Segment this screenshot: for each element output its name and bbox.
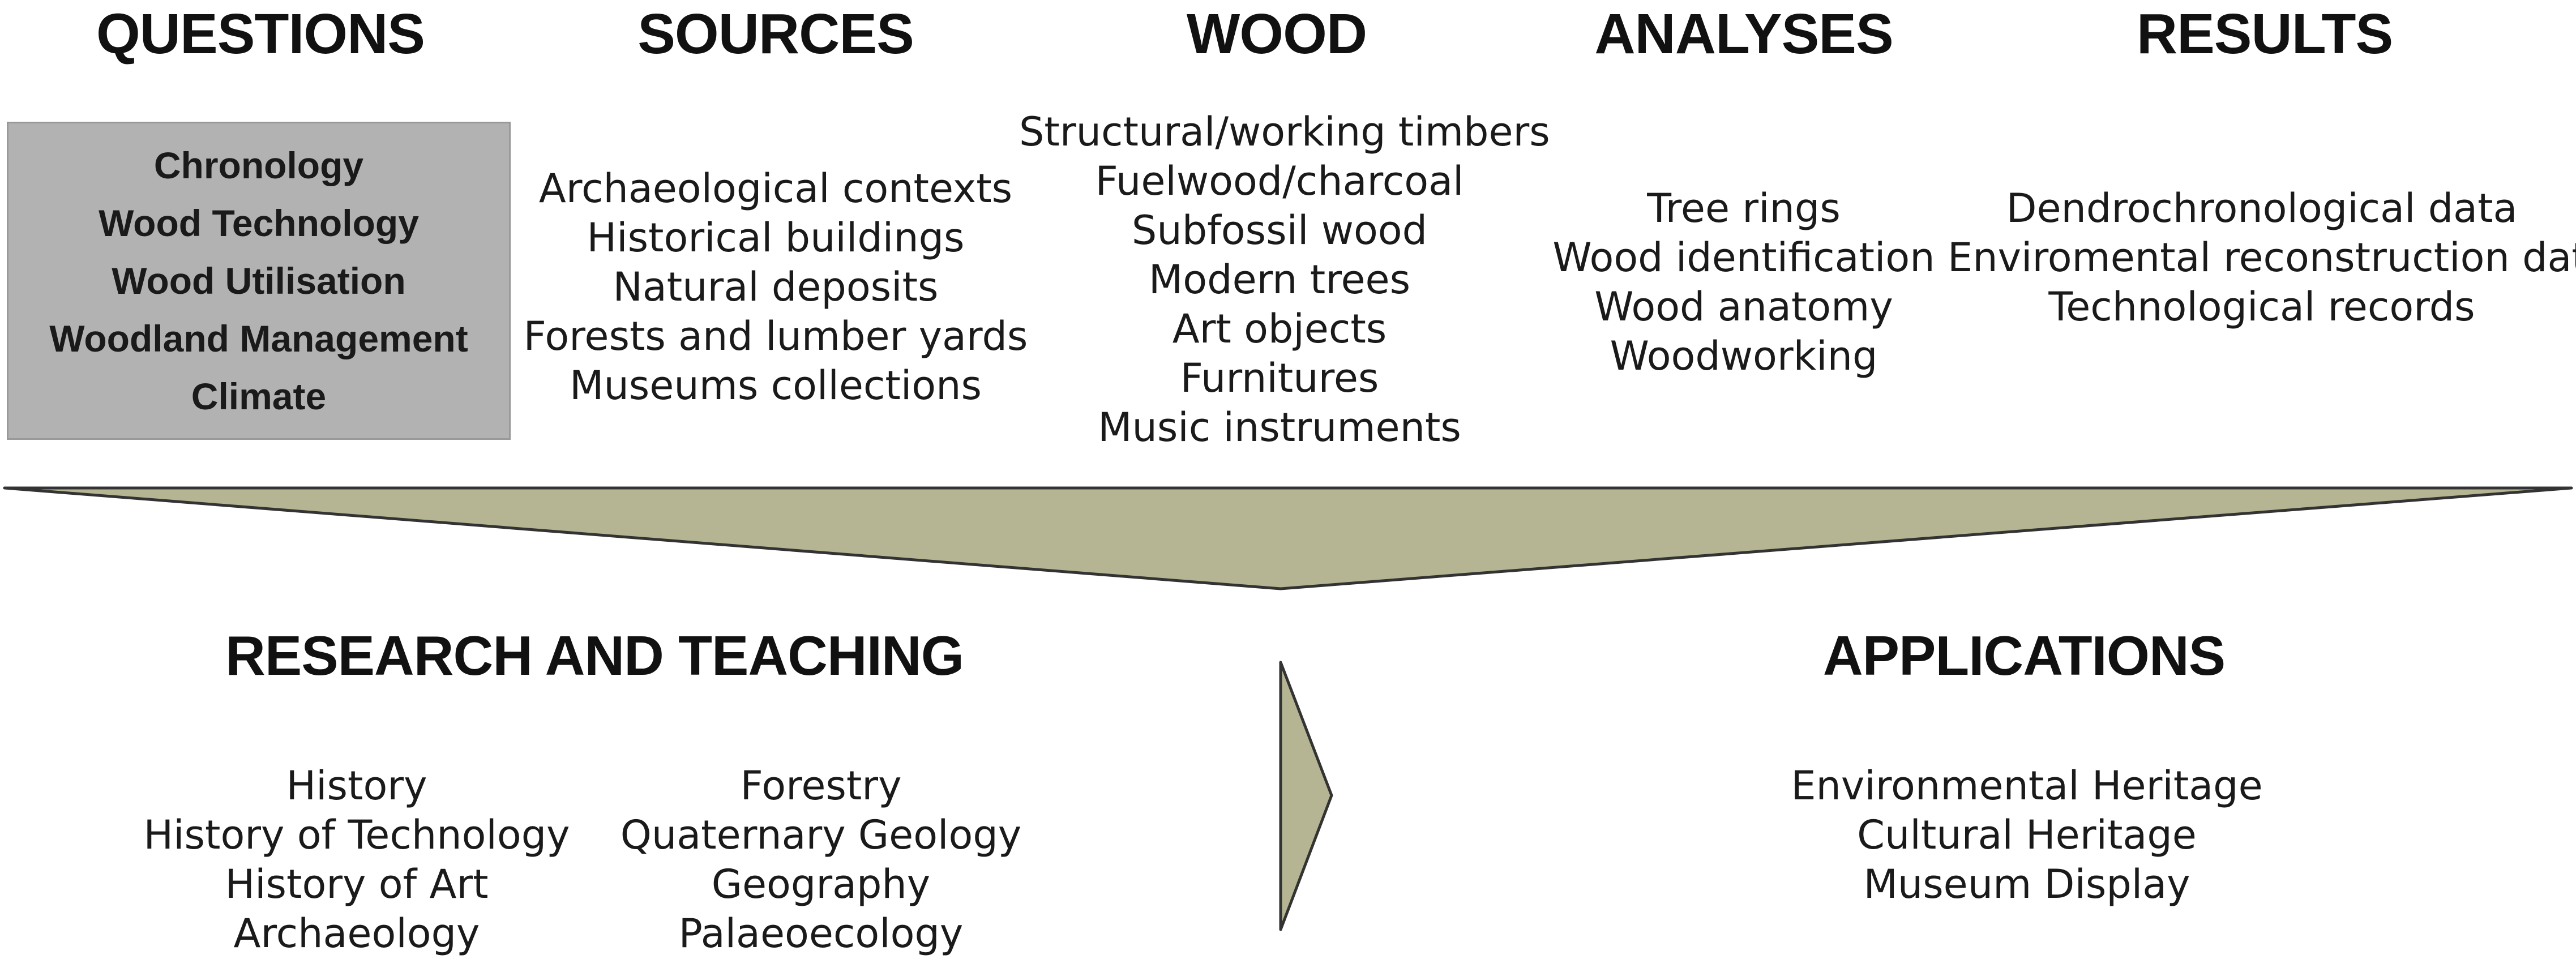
heading-questions: QUESTIONS bbox=[96, 2, 425, 66]
heading-wood: WOOD bbox=[1186, 2, 1367, 66]
result-item: Technological records bbox=[2048, 284, 2475, 330]
analyses-list: Tree rings Wood identification Wood anat… bbox=[1517, 184, 1970, 381]
wood-item: Structural/working timbers bbox=[1019, 109, 1550, 155]
heading-analyses: ANALYSES bbox=[1594, 2, 1893, 66]
result-item: Dendrochronological data bbox=[2006, 185, 2518, 232]
wood-item: Fuelwood/charcoal bbox=[1095, 158, 1464, 204]
analysis-item: Wood anatomy bbox=[1594, 284, 1893, 330]
source-item: Forests and lumber yards bbox=[523, 313, 1028, 359]
heading-sources: SOURCES bbox=[637, 2, 914, 66]
application-item: Museum Display bbox=[1863, 861, 2190, 907]
sources-list: Archaeological contexts Historical build… bbox=[521, 164, 1030, 410]
applications-list: Environmental Heritage Cultural Heritage… bbox=[1766, 761, 2287, 909]
discipline-item: Palaeoecology bbox=[678, 910, 964, 957]
research-teaching-right-list: Forestry Quaternary Geology Geography Pa… bbox=[594, 761, 1047, 958]
question-item: Wood Technology bbox=[99, 202, 419, 244]
wood-item: Modern trees bbox=[1148, 256, 1411, 303]
source-item: Archaeological contexts bbox=[538, 165, 1013, 212]
wood-item: Furnitures bbox=[1180, 355, 1379, 401]
source-item: Historical buildings bbox=[587, 215, 965, 261]
analysis-item: Tree rings bbox=[1647, 185, 1841, 232]
right-pointing-arrow bbox=[1279, 661, 1333, 931]
heading-results: RESULTS bbox=[2136, 2, 2393, 66]
question-item: Climate bbox=[191, 375, 327, 417]
discipline-item: History of Technology bbox=[143, 812, 570, 858]
heading-research-and-teaching: RESEARCH AND TEACHING bbox=[225, 624, 964, 687]
question-item: Chronology bbox=[153, 144, 364, 186]
wood-list: Structural/working timbers Fuelwood/char… bbox=[1019, 108, 1550, 452]
questions-box: Chronology Wood Technology Wood Utilisat… bbox=[7, 122, 511, 440]
questions-list: Chronology Wood Technology Wood Utilisat… bbox=[49, 136, 468, 425]
funnel-arrow bbox=[3, 486, 2573, 590]
discipline-item: History of Art bbox=[225, 861, 489, 907]
question-item: Woodland Management bbox=[49, 318, 468, 359]
discipline-item: Archaeology bbox=[233, 910, 480, 957]
discipline-item: History bbox=[286, 763, 427, 809]
wood-item: Music instruments bbox=[1098, 404, 1461, 451]
wood-item: Art objects bbox=[1172, 306, 1387, 352]
discipline-item: Quaternary Geology bbox=[620, 812, 1022, 858]
discipline-item: Geography bbox=[711, 861, 931, 907]
discipline-item: Forestry bbox=[740, 763, 902, 809]
results-list: Dendrochronological data Enviromental re… bbox=[1948, 184, 2576, 332]
application-item: Cultural Heritage bbox=[1857, 812, 2197, 858]
analysis-item: Woodworking bbox=[1610, 333, 1878, 379]
application-item: Environmental Heritage bbox=[1791, 763, 2263, 809]
question-item: Wood Utilisation bbox=[112, 260, 406, 302]
source-item: Natural deposits bbox=[613, 264, 939, 310]
result-item: Enviromental reconstruction data bbox=[1948, 234, 2576, 281]
heading-applications: APPLICATIONS bbox=[1822, 624, 2226, 687]
source-item: Museums collections bbox=[570, 362, 982, 409]
research-teaching-left-list: History History of Technology History of… bbox=[130, 761, 583, 958]
wood-item: Subfossil wood bbox=[1131, 207, 1428, 254]
analysis-item: Wood identification bbox=[1552, 234, 1935, 281]
